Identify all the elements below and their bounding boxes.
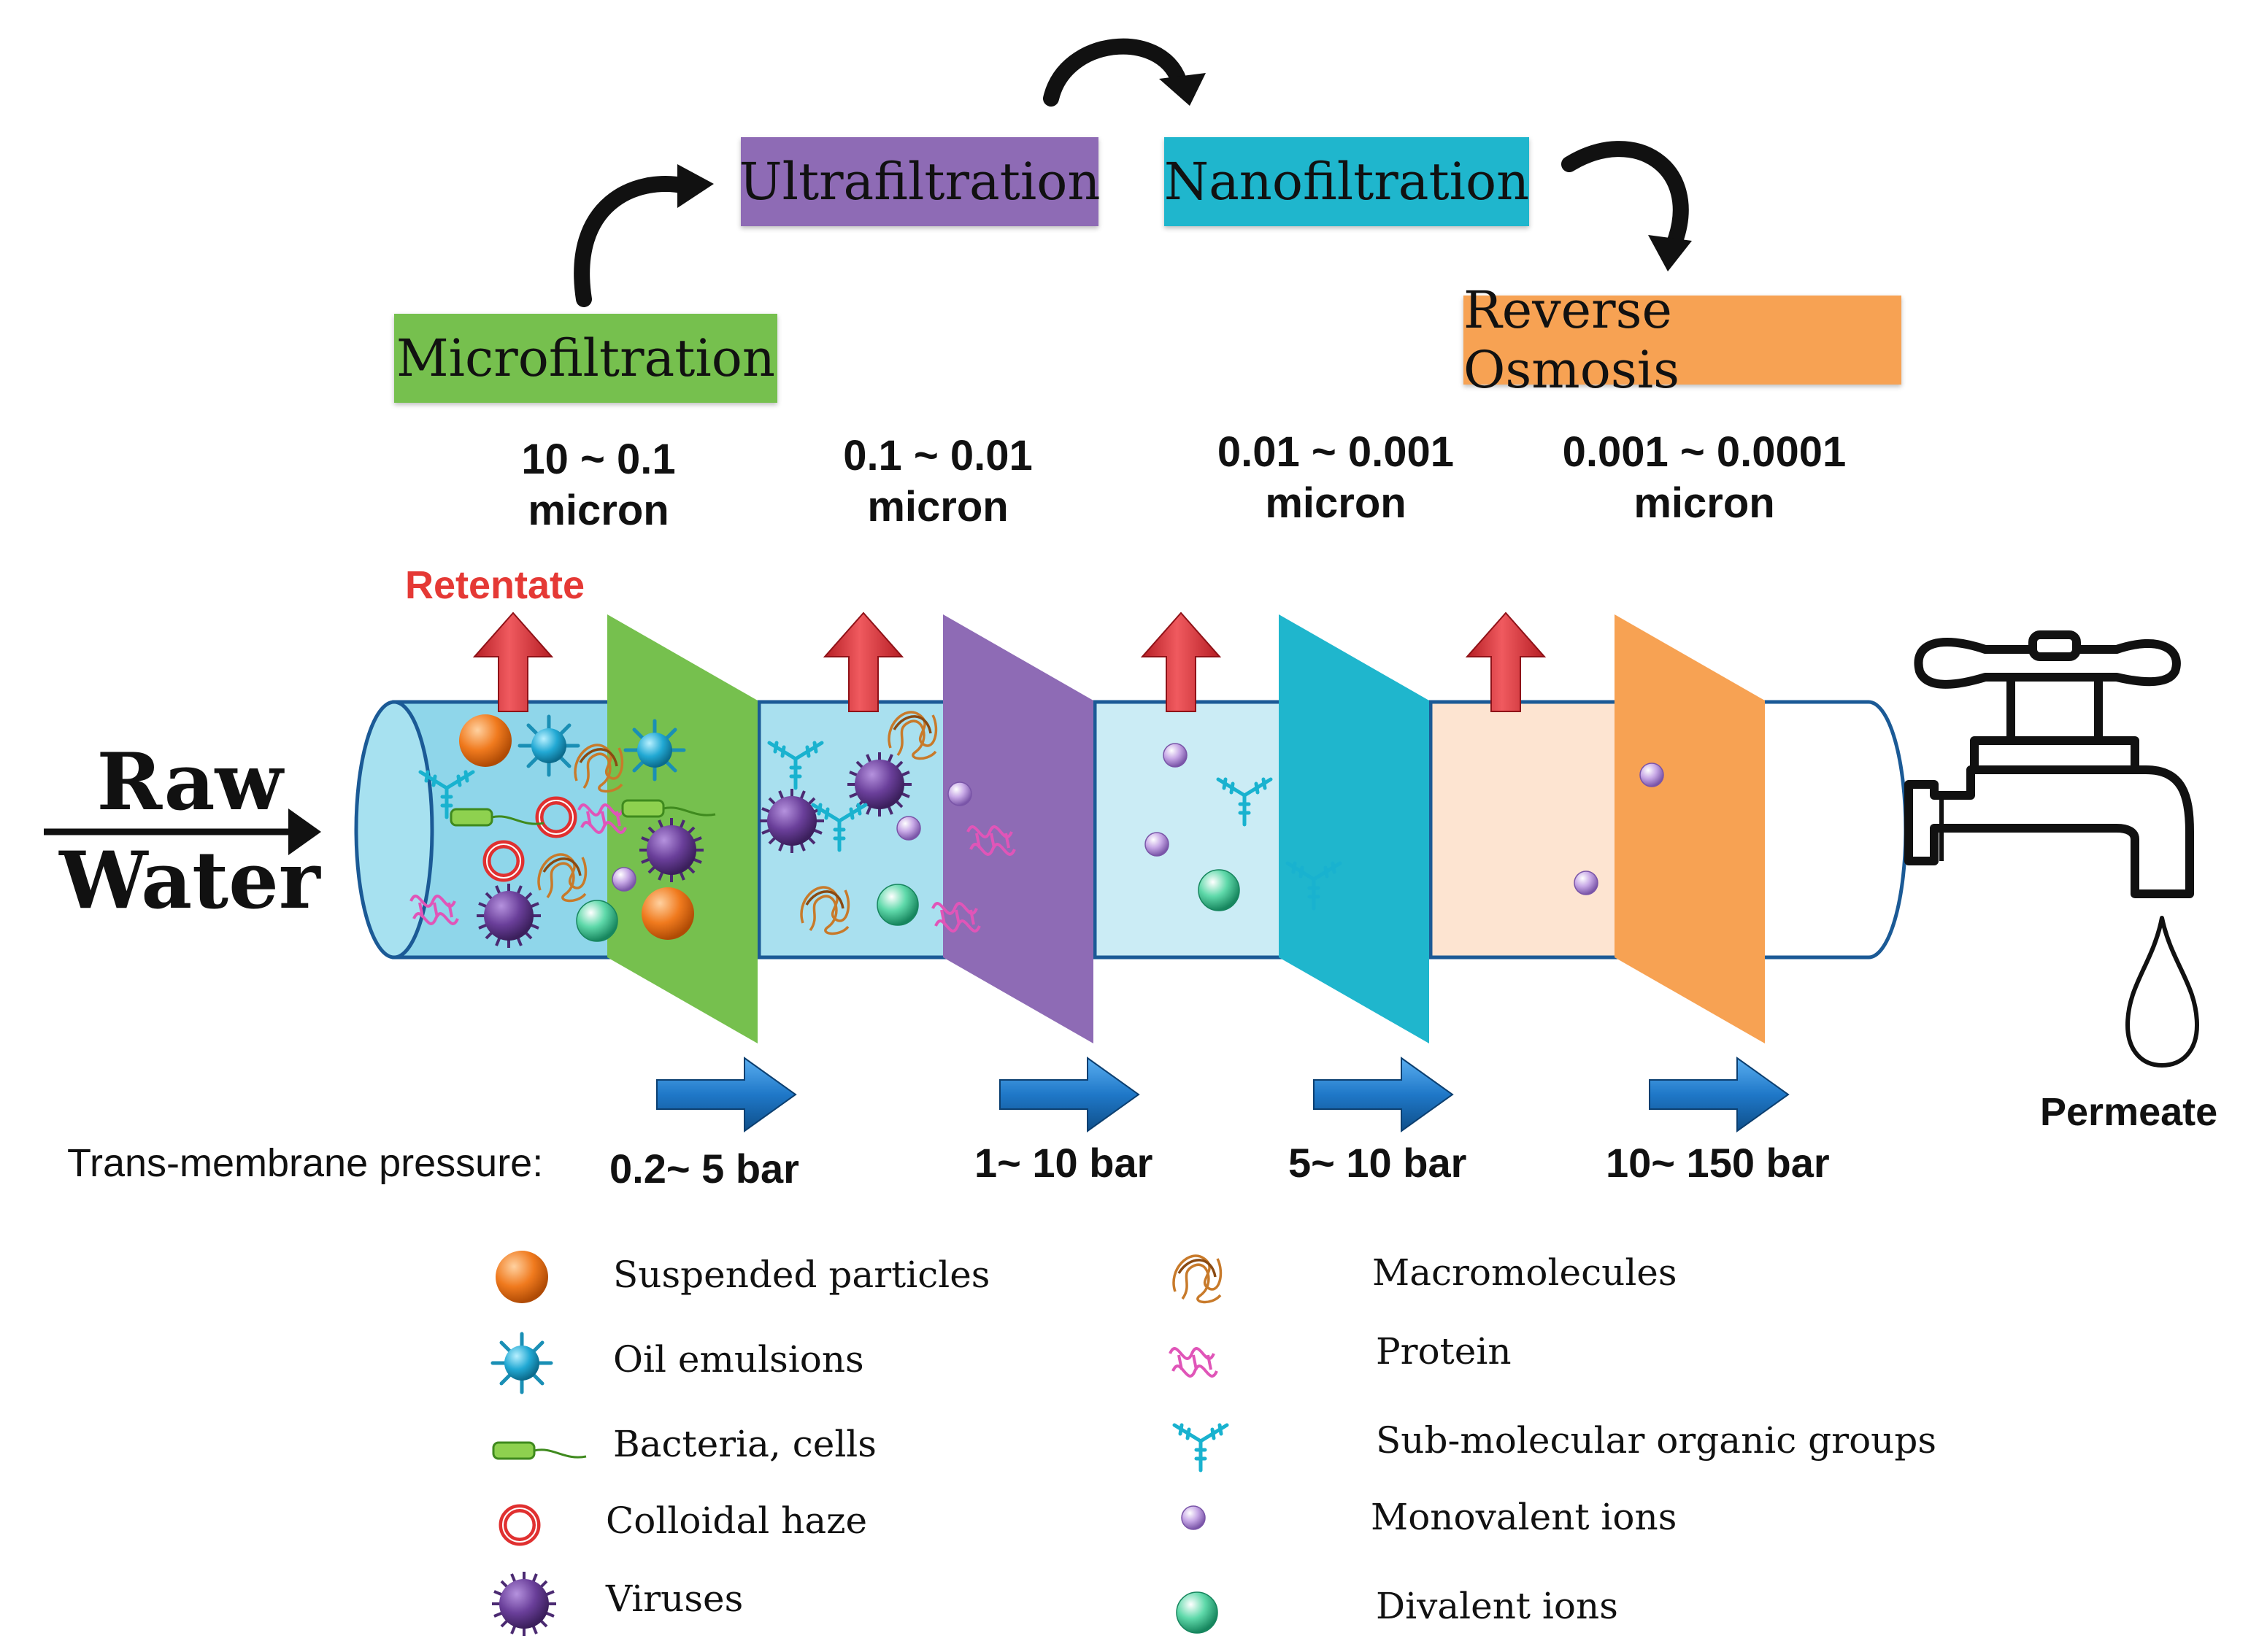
size-range-nanofiltration: 0.01 ~ 0.001 micron — [1217, 428, 1455, 527]
stage-name: Nanofiltration — [1163, 152, 1530, 212]
legend-label-haze: Colloidal haze — [606, 1499, 868, 1542]
flow-arrow-4 — [1649, 1057, 1790, 1132]
pipe-outlet — [1750, 700, 1908, 960]
pressure-title: Trans-membrane pressure: — [67, 1141, 544, 1185]
bacteria-icon — [492, 1441, 588, 1460]
legend-label-bacteria: Bacteria, cells — [613, 1423, 877, 1465]
stage-name: Ultrafiltration — [739, 152, 1101, 212]
stage-box-nanofiltration: Nanofiltration — [1164, 137, 1529, 226]
process-arrow-1 — [574, 176, 694, 307]
legend-label-oil: Oil emulsions — [613, 1338, 864, 1381]
divalent-ion-icon — [1176, 1591, 1218, 1634]
membranes — [607, 614, 1765, 1043]
organic-group-icon — [1174, 1425, 1227, 1470]
flow-arrow-1 — [656, 1057, 797, 1132]
legend-label-macromolecules: Macromolecules — [1372, 1251, 1677, 1294]
size-range-microfiltration: 10 ~ 0.1 micron — [521, 436, 676, 534]
size-range-reverse-osmosis: 0.001 ~ 0.0001 micron — [1562, 428, 1847, 527]
permeate-label: Permeate — [2040, 1090, 2218, 1134]
pressure-nanofiltration: 5~ 10 bar — [1288, 1140, 1467, 1186]
raw-water-label: Raw Water — [59, 736, 320, 927]
water-drop-icon — [2125, 916, 2199, 1068]
stage-box-microfiltration: Microfiltration — [394, 314, 777, 403]
process-arrows — [574, 38, 1689, 307]
legend-label-protein: Protein — [1376, 1330, 1512, 1373]
retentate-label: Retentate — [405, 563, 585, 607]
virus-icon — [490, 1570, 558, 1637]
process-arrow-2 — [1043, 38, 1187, 107]
process-arrow-3 — [1561, 141, 1689, 249]
stage-box-ultrafiltration: Ultrafiltration — [739, 137, 1101, 226]
membrane-nanofiltration — [1279, 614, 1429, 1043]
retentate-arrow-1 — [472, 611, 554, 712]
membrane-ultrafiltration — [943, 614, 1093, 1043]
pressure-ultrafiltration: 1~ 10 bar — [974, 1140, 1153, 1186]
raw-water-arrow — [44, 808, 321, 855]
stage-name: Microfiltration — [396, 328, 776, 388]
retentate-arrow-2 — [823, 611, 904, 712]
protein-icon — [1169, 1347, 1218, 1378]
suspended-particle-icon — [496, 1251, 548, 1303]
colloidal-haze-icon — [503, 1508, 536, 1542]
membrane-reverse-osmosis — [1615, 614, 1765, 1043]
legend-label-suspended: Suspended particles — [613, 1254, 990, 1296]
faucet-icon — [1904, 630, 2199, 1068]
process-arrowhead-3 — [1648, 235, 1692, 271]
process-arrowhead-1 — [677, 164, 714, 208]
monovalent-ion-icon — [1181, 1505, 1206, 1530]
legend-label-organic: Sub-molecular organic groups — [1376, 1419, 1937, 1462]
size-range-ultrafiltration: 0.1 ~ 0.01 micron — [843, 432, 1033, 530]
stage-box-reverse-osmosis: Reverse Osmosis — [1463, 280, 1901, 400]
legend-label-divalent: Divalent ions — [1376, 1585, 1618, 1627]
retentate-arrow-3 — [1140, 611, 1222, 712]
flow-arrows — [656, 1057, 1790, 1132]
process-arrowheads — [677, 73, 1692, 271]
flow-arrow-3 — [1313, 1057, 1454, 1132]
retentate-arrow-4 — [1465, 611, 1547, 712]
process-arrowhead-2 — [1159, 73, 1206, 106]
flow-arrow-2 — [999, 1057, 1140, 1132]
oil-emulsion-icon — [493, 1334, 551, 1392]
macromolecule-icon — [1172, 1254, 1223, 1304]
pipe-inlet — [354, 700, 434, 960]
pressure-microfiltration: 0.2~ 5 bar — [609, 1146, 799, 1192]
pressure-reverse-osmosis: 10~ 150 bar — [1606, 1140, 1830, 1186]
stage-name: Reverse Osmosis — [1463, 280, 1680, 400]
retentate-arrows — [472, 611, 1547, 712]
legend-label-virus: Viruses — [606, 1578, 744, 1620]
legend-label-monovalent: Monovalent ions — [1371, 1496, 1677, 1538]
